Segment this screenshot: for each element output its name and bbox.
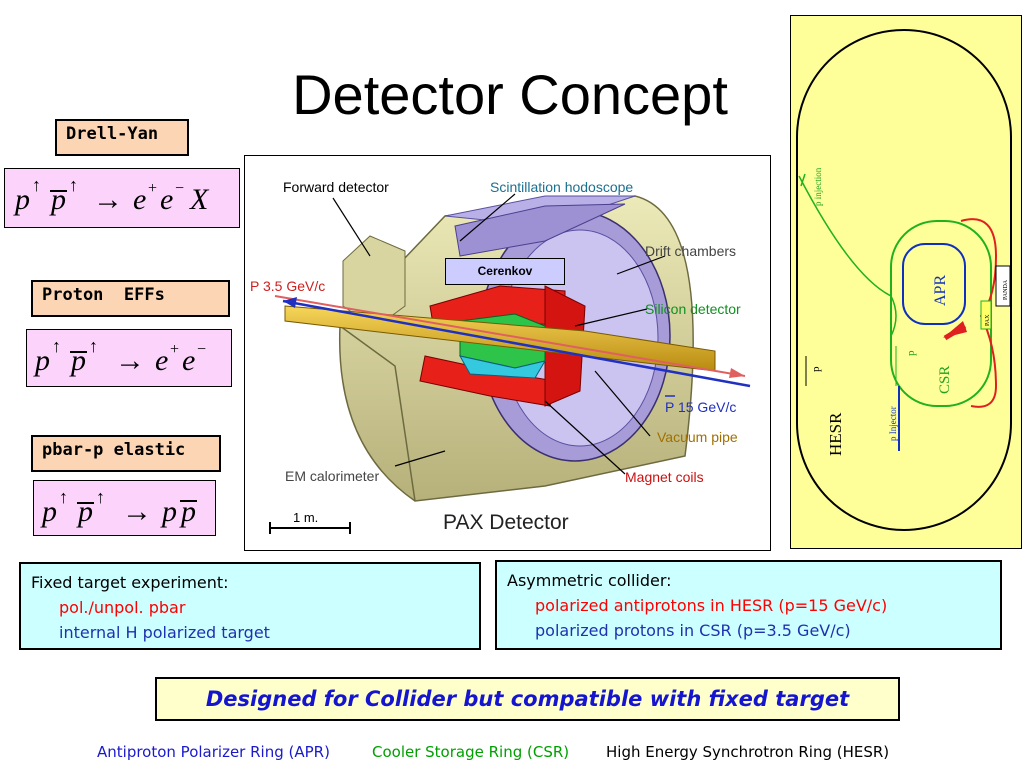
svg-text:X: X (189, 183, 210, 216)
svg-text:↑: ↑ (52, 336, 61, 356)
svg-text:p: p (40, 495, 57, 528)
svg-text:p: p (69, 344, 86, 377)
vacuum-pipe-label: Vacuum pipe (657, 429, 738, 445)
ring-map: HESR CSR APR PANDA PAX p injection p Inj… (790, 15, 1022, 549)
collider-box: Asymmetric collider: polarized antiproto… (495, 560, 1002, 650)
svg-text:−: − (197, 341, 206, 358)
silicon-label: Silicon detector (645, 301, 741, 317)
footer-apr: Antiproton Polarizer Ring (APR) (97, 743, 330, 761)
svg-text:p: p (33, 344, 50, 377)
svg-text:↑: ↑ (96, 487, 105, 507)
formula-svg: p ↑ p ↑ → e + e − X (13, 175, 210, 216)
hesr-label: HESR (826, 412, 845, 456)
formula-p: p (13, 183, 30, 216)
drift-chambers-label: Drift chambers (645, 243, 736, 259)
em-calorimeter-label: EM calorimeter (285, 468, 379, 484)
drell-yan-formula: p ↑ p ↑ → e + e − X (4, 168, 240, 228)
csr-label: CSR (937, 366, 953, 394)
proton-effs-formula: p ↑ p ↑ → e + e − (26, 329, 232, 387)
pbar-arrow-label: p (810, 366, 822, 372)
svg-text:→: → (93, 183, 123, 216)
svg-text:e: e (182, 344, 195, 377)
collider-line2: polarized protons in CSR (p=3.5 GeV/c) (535, 621, 851, 640)
svg-text:↑: ↑ (59, 487, 68, 507)
svg-text:p: p (76, 495, 93, 528)
elastic-formula: p ↑ p ↑ → p p (33, 480, 216, 536)
apr-ring (902, 243, 966, 325)
detector-title: PAX Detector (443, 511, 569, 534)
svg-text:e: e (133, 183, 146, 216)
svg-text:↑: ↑ (69, 175, 78, 195)
footer-hesr: High Energy Synchrotron Ring (HESR) (606, 743, 890, 761)
svg-text:e: e (160, 183, 173, 216)
drell-yan-tag: Drell-Yan (55, 119, 189, 156)
fixed-target-box: Fixed target experiment: pol./unpol. pba… (19, 562, 481, 650)
svg-text:e: e (155, 344, 168, 377)
formula-svg: p ↑ p ↑ → p p (40, 487, 197, 528)
collider-banner: Designed for Collider but compatible wit… (155, 677, 900, 721)
panda-label: PANDA (1003, 279, 1009, 300)
pax-label: PAX (985, 314, 991, 326)
svg-text:−: − (175, 180, 184, 197)
detector-drawing: Forward detector Scintillation hodoscope… (250, 179, 751, 534)
svg-text:↑: ↑ (32, 175, 41, 195)
p-injector-label: p Injector (888, 406, 898, 441)
slide-title: Detector Concept (292, 63, 728, 126)
scale-label: 1 m. (293, 510, 318, 525)
pax-detector-figure: Forward detector Scintillation hodoscope… (244, 155, 771, 551)
collider-line1: polarized antiprotons in HESR (p=15 GeV/… (535, 596, 888, 615)
ring-map-drawing: HESR CSR APR PANDA PAX p injection p Inj… (796, 29, 1012, 531)
hesr-ring (796, 29, 1012, 531)
svg-text:→: → (122, 495, 152, 528)
scintillation-label: Scintillation hodoscope (490, 179, 633, 195)
pbar-beam-label: P 15 GeV/c (665, 399, 736, 415)
svg-text:p: p (49, 183, 66, 216)
apr-label: APR (932, 275, 949, 306)
formula-svg: p ↑ p ↑ → e + e − (33, 336, 206, 377)
svg-text:p: p (160, 495, 177, 528)
svg-text:↑: ↑ (89, 336, 98, 356)
pbar-p-elastic-tag: pbar-p elastic (31, 435, 221, 472)
magnet-coils-label: Magnet coils (625, 469, 704, 485)
p-arrow-label: p (905, 350, 917, 356)
svg-text:+: + (170, 341, 179, 358)
pbar-injection-label: p injection (813, 167, 823, 206)
proton-effs-tag: Proton EFFs (31, 280, 230, 317)
fixed-target-line1: pol./unpol. pbar (59, 598, 186, 617)
collider-heading: Asymmetric collider: (507, 571, 672, 590)
forward-detector-label: Forward detector (283, 179, 389, 195)
fixed-target-line2: internal H polarized target (59, 623, 270, 642)
svg-text:+: + (148, 180, 157, 197)
p-beam-label: P 3.5 GeV/c (250, 278, 325, 294)
svg-text:p: p (179, 495, 196, 528)
footer-csr: Cooler Storage Ring (CSR) (372, 743, 570, 761)
fixed-target-heading: Fixed target experiment: (31, 573, 229, 592)
cerenkov-label: Cerenkov (445, 258, 565, 285)
svg-text:→: → (115, 344, 145, 377)
